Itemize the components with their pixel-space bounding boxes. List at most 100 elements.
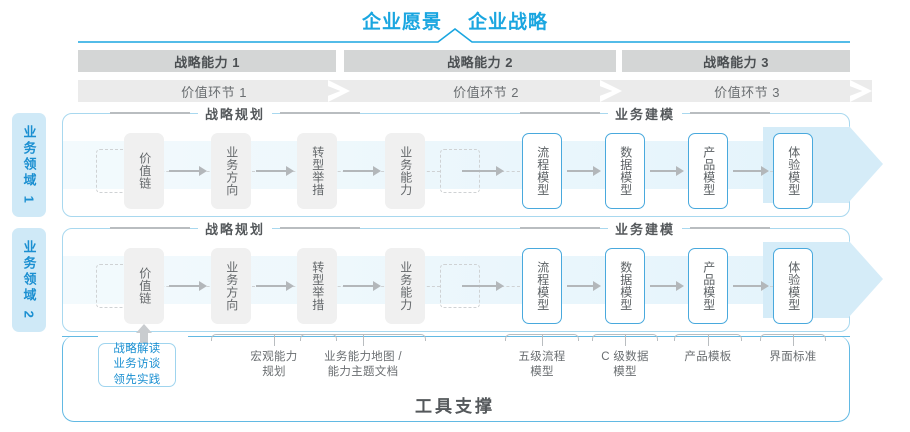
arrow-head: [286, 166, 294, 176]
tool-box-strategy-interpretation[interactable]: 宏观能力 战略解读 业务访谈 领先实践: [98, 343, 176, 387]
row-1-node-value-chain-label: 价值链: [137, 152, 152, 190]
caption-line-left: [520, 112, 600, 114]
sidebar-item-domain-1[interactable]: 业务领域 1: [12, 113, 46, 217]
tool-box-lines: 宏观能力 战略解读 业务访谈 领先实践: [113, 342, 160, 388]
row-2-node-transformation-measures[interactable]: 转型举措: [297, 248, 337, 324]
arrow-shaft: [343, 170, 373, 172]
tool-label-line-2: 模型: [613, 365, 637, 378]
tool-label-line-2: 规划: [262, 365, 286, 378]
arrow-shaft: [650, 170, 676, 172]
row-2-node-product-model[interactable]: 产品模型: [688, 248, 728, 324]
brace-right-corner: [651, 334, 658, 341]
arrow-head: [593, 281, 601, 291]
brace-right-corner: [419, 334, 426, 341]
tool-label-product-template: 产品模板: [658, 350, 758, 365]
tool-label-macro-capability: 宏观能力 规划: [214, 350, 334, 380]
tool-label-process-model: 五级流程 模型: [492, 350, 592, 380]
row-2-node-data-model-label: 数据模型: [618, 261, 633, 311]
arrow-head: [676, 281, 684, 291]
brace-left-corner: [300, 334, 307, 341]
row-2-node-process-model[interactable]: 流程模型: [522, 248, 562, 324]
brace-left-corner: [760, 334, 767, 341]
row-1-node-experience-model-label: 体验模型: [786, 146, 801, 196]
tool-brace-process-model: [505, 334, 579, 346]
row-1-arrow-2: [256, 166, 294, 176]
tool-label-line-1: 产品模板: [684, 351, 732, 363]
arrow-shaft: [733, 170, 761, 172]
row-1-node-business-capability[interactable]: 业务能力: [385, 133, 425, 209]
arrow-shaft: [567, 170, 593, 172]
row-1-node-transformation-measures[interactable]: 转型举措: [297, 133, 337, 209]
arrow-head: [496, 166, 504, 176]
brace-stem: [274, 334, 276, 346]
capability-band-2-label: 战略能力 2: [447, 54, 513, 70]
row-2-arrow-2: [256, 281, 294, 291]
tool-brace-product-template: [674, 334, 742, 346]
row-2-node-value-chain[interactable]: 价值链: [124, 248, 164, 324]
arrow-stem: [140, 332, 148, 346]
tool-label-data-model: C 级数据 模型: [578, 350, 672, 380]
sidebar-item-domain-2[interactable]: 业务领域 2: [12, 228, 46, 332]
brace-left-corner: [211, 334, 218, 341]
row-1-modeling-label: 业务建模: [608, 103, 683, 123]
value-link-band-1-label: 价值环节 1: [181, 84, 247, 100]
tool-brace-capability-map: [300, 334, 426, 346]
row-1-node-transformation-measures-label: 转型举措: [310, 146, 325, 196]
row-2-node-experience-model-label: 体验模型: [786, 261, 801, 311]
arrow-shaft: [256, 170, 286, 172]
row-2-node-business-capability[interactable]: 业务能力: [385, 248, 425, 324]
row-2-arrow-5: [567, 281, 601, 291]
row-2-planning-label: 战略规划: [198, 218, 273, 238]
row-2-node-data-model[interactable]: 数据模型: [605, 248, 645, 324]
row-1-node-business-direction[interactable]: 业务方向: [211, 133, 251, 209]
row-1-node-value-chain[interactable]: 价值链: [124, 133, 164, 209]
tool-label-ui-standard: 界面标准: [745, 350, 841, 365]
arrow-head: [676, 166, 684, 176]
tool-label-line-1: 五级流程: [518, 351, 566, 363]
row-2-node-product-model-label: 产品模型: [701, 261, 716, 311]
capability-band-3-label: 战略能力 3: [703, 54, 769, 70]
row-1-arrow-6: [650, 166, 684, 176]
row-1-node-product-model[interactable]: 产品模型: [688, 133, 728, 209]
row-1-node-data-model[interactable]: 数据模型: [605, 133, 645, 209]
brace-right-corner: [572, 334, 579, 341]
arrow-shaft: [169, 285, 199, 287]
value-link-band-1: 价值环节 1: [78, 80, 350, 102]
tool-label-line-1: 业务能力地图 /: [324, 351, 402, 363]
row-2-node-business-direction[interactable]: 业务方向: [211, 248, 251, 324]
row-1-planning-label: 战略规划: [198, 103, 273, 123]
arrow-head: [496, 281, 504, 291]
caption-line-right: [280, 227, 361, 229]
arrow-shaft: [733, 285, 761, 287]
row-2-arrow-3: [343, 281, 381, 291]
tool-uplink-arrow: [136, 324, 152, 346]
row-1-node-process-model[interactable]: 流程模型: [522, 133, 562, 209]
tool-support-container: [62, 336, 850, 422]
brace-right-corner: [735, 334, 742, 341]
brace-stem: [625, 334, 627, 346]
row-2-arrow-6: [650, 281, 684, 291]
tool-box-text-3: 领先实践: [113, 373, 161, 386]
arrow-shaft: [462, 170, 496, 172]
row-2-arrow-7: [733, 281, 769, 291]
arrow-shaft: [462, 285, 496, 287]
row-2-outcome-arrow-head: [849, 241, 883, 317]
arrow-head: [199, 166, 207, 176]
row-2-arrow-4: [462, 281, 504, 291]
diagram-title-row: 企业愿景 企业战略: [0, 6, 910, 34]
title-peak-connector: [78, 28, 850, 43]
tool-label-capability-map: 业务能力地图 / 能力主题文档: [303, 350, 423, 380]
row-1-arrow-3: [343, 166, 381, 176]
brace-stem: [542, 334, 544, 346]
caption-line-left: [520, 227, 600, 229]
row-1-node-process-model-label: 流程模型: [535, 146, 550, 196]
caption-line-left: [110, 112, 190, 114]
row-1-node-experience-model[interactable]: 体验模型: [773, 133, 813, 209]
sidebar-item-domain-1-label: 业务领域 1: [21, 124, 37, 206]
arrow-shaft: [567, 285, 593, 287]
brace-left-corner: [674, 334, 681, 341]
row-2-node-experience-model[interactable]: 体验模型: [773, 248, 813, 324]
row-1-section-caption-planning: 战略规划: [110, 103, 361, 123]
row-2-arrow-1: [169, 281, 207, 291]
